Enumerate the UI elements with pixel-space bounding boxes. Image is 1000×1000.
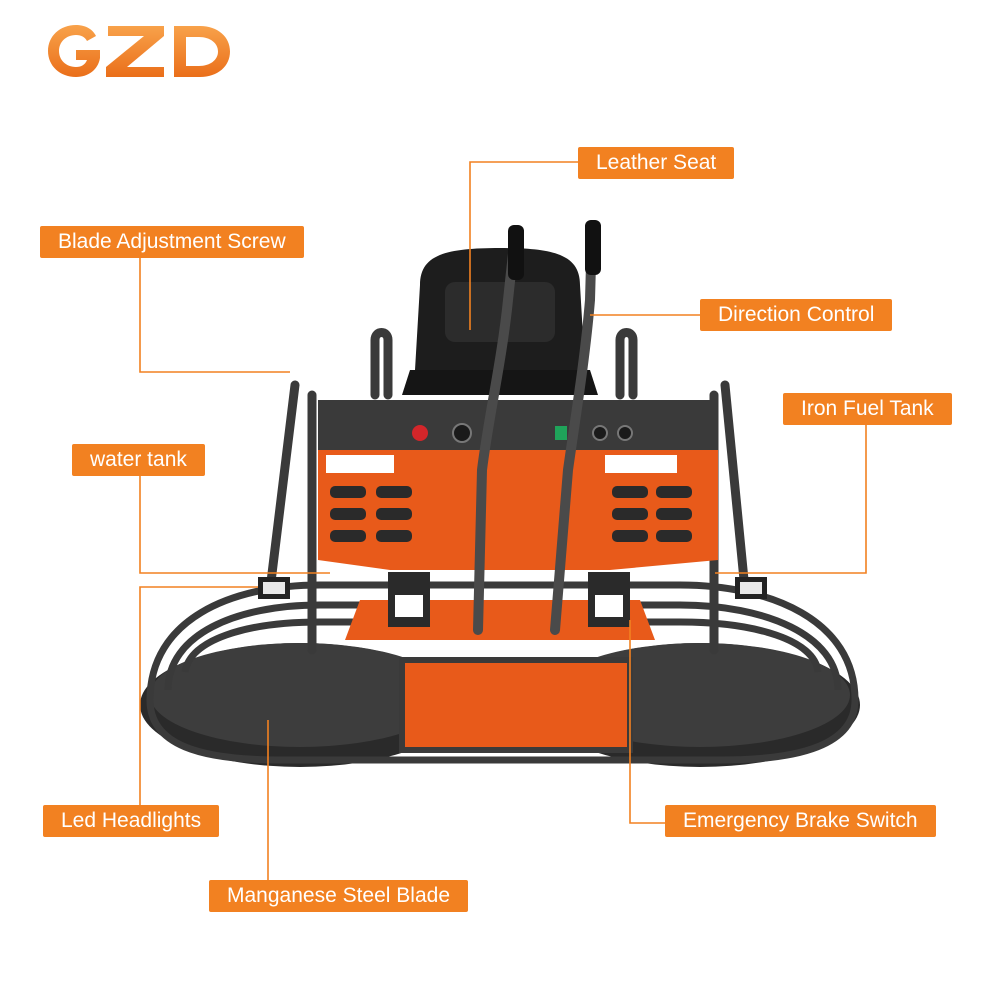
callout-emergency-brake-switch: Emergency Brake Switch xyxy=(665,805,936,837)
control-panel xyxy=(318,400,718,450)
gzd-logo xyxy=(48,25,230,77)
leader-lines xyxy=(139,161,867,880)
seat xyxy=(402,248,598,395)
callout-blade-adjustment-screw: Blade Adjustment Screw xyxy=(40,226,304,258)
front-panel xyxy=(399,657,633,753)
callout-manganese-steel-blade: Manganese Steel Blade xyxy=(209,880,468,912)
callout-water-tank: water tank xyxy=(72,444,205,476)
callout-led-headlights: Led Headlights xyxy=(43,805,220,837)
callout-leather-seat: Leather Seat xyxy=(578,147,735,179)
callout-direction-control: Direction Control xyxy=(700,299,893,331)
control-sticks xyxy=(473,223,597,635)
callout-iron-fuel-tank: Iron Fuel Tank xyxy=(783,393,952,425)
